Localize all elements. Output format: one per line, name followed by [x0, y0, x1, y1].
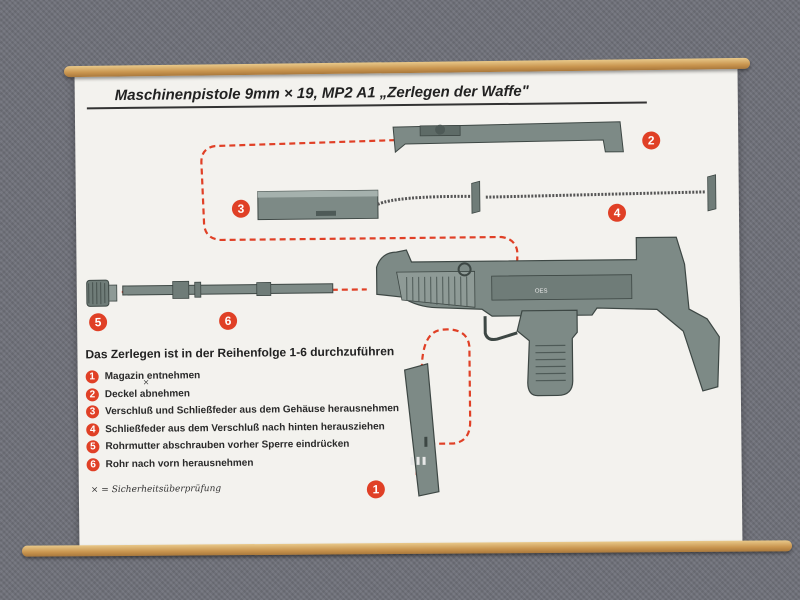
marker-1: 1 [366, 480, 385, 499]
guide-line-cover [200, 139, 519, 281]
marker-6: 6 [219, 311, 238, 330]
step-text: Deckel abnehmen [104, 388, 190, 400]
marker-2: 2 [642, 131, 661, 150]
barrel-part [122, 280, 334, 299]
step-text: Schließfeder aus dem Verschluß nach hint… [105, 421, 385, 435]
step-text: Rohrmutter abschrauben vorher Sperre ein… [105, 438, 350, 453]
marker-4: 4 [607, 203, 627, 222]
step-number: 4 [86, 422, 100, 437]
step-number: 3 [85, 405, 100, 419]
marker-3: 3 [231, 199, 251, 218]
step-text: Magazin entnehmen [104, 370, 201, 383]
handwritten-note: × = Sicherheitsüberprüfung [90, 483, 222, 496]
steps-list: 1 Magazin entnehmen 2 Deckel abnehmen 3 … [85, 365, 400, 474]
handwritten-x-mark: × [143, 378, 150, 387]
wall-chart-poster: Maschinenpistole 9mm × 19, MP2 A1 „Zerle… [74, 68, 743, 552]
disassembly-illustration: OES × [86, 121, 720, 497]
step-number: 6 [86, 457, 100, 472]
marker-5: 5 [89, 313, 108, 332]
step-number: 5 [86, 440, 100, 454]
step-text: Verschluß und Schließfeder aus dem Gehäu… [104, 403, 400, 418]
step-number: 2 [85, 387, 99, 402]
magazine-part [403, 363, 440, 497]
barrel-nut-part [86, 279, 118, 307]
step-text: Rohr nach vorn herausnehmen [105, 457, 254, 470]
list-item: 6 Rohr nach vorn herausnehmen [86, 453, 400, 474]
bolt-part [257, 189, 379, 221]
recoil-spring-part [377, 174, 717, 214]
step-number: 1 [85, 370, 99, 384]
receiver-stamp: OES [535, 289, 548, 295]
cover-part [392, 121, 624, 154]
receiver-part: OES [375, 236, 720, 397]
